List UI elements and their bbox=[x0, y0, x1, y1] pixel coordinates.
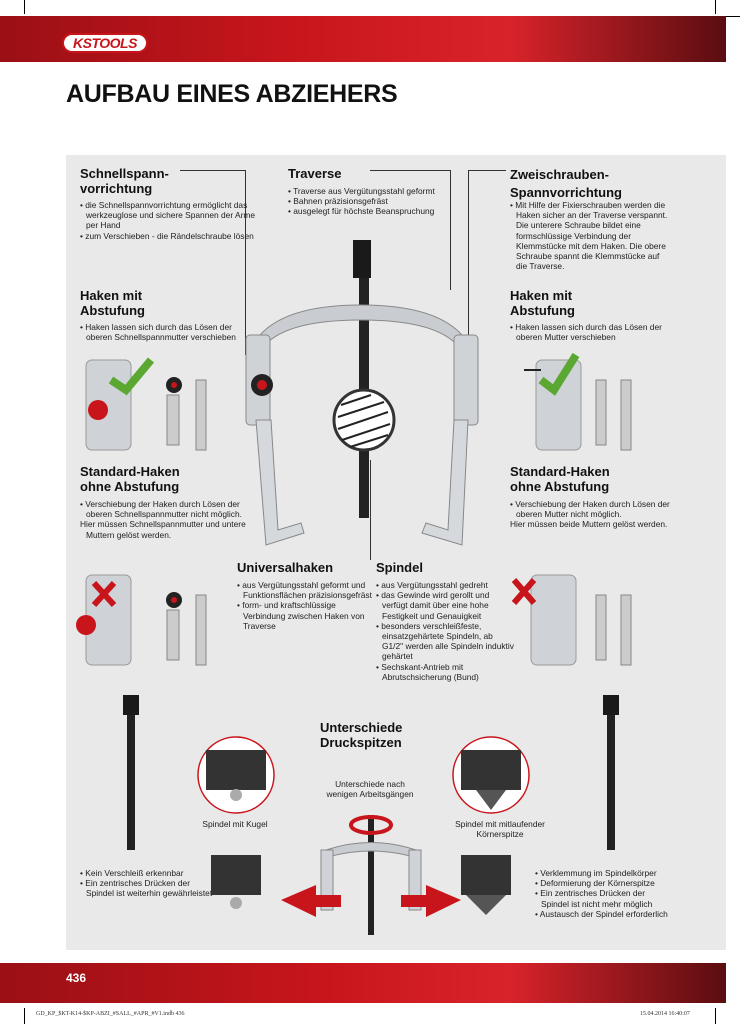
spindle-right bbox=[603, 695, 619, 715]
section-text-standard-left: • Verschiebung der Haken durch Lösen der… bbox=[80, 499, 246, 540]
small-puller-illustration bbox=[320, 815, 422, 935]
page-number: 436 bbox=[66, 971, 87, 985]
caption-koerner: Spindel mit mitlaufender Körnerspitze bbox=[455, 819, 545, 839]
section-text-universalhaken: • aus Vergütungsstahl geformt und Funkti… bbox=[237, 580, 372, 631]
arrow-left-icon bbox=[281, 885, 341, 917]
section-title-zweischrauben: Zweischrauben- Spannvorrichtung bbox=[510, 167, 622, 200]
text-kugel-vorteile: • Kein Verschleiß erkennbar• Ein zentris… bbox=[80, 868, 213, 899]
section-text-haken-left: • Haken lassen sich durch das Lösen der … bbox=[80, 322, 236, 343]
content-panel bbox=[66, 155, 726, 950]
section-title-schnellspann: Schnellspann- vorrichtung bbox=[80, 166, 169, 196]
hook-detail-right-top bbox=[524, 352, 632, 451]
hook-detail-left-top bbox=[85, 357, 207, 451]
section-text-haken-right: • Haken lassen sich durch das Lösen der … bbox=[510, 322, 662, 343]
spindle-left bbox=[123, 695, 139, 715]
hook-detail-right-bottom bbox=[511, 574, 632, 666]
main-puller-illustration bbox=[245, 240, 479, 546]
section-title-spindel: Spindel bbox=[376, 560, 423, 575]
section-title-druckspitzen: Unterschiede Druckspitzen bbox=[320, 720, 403, 750]
tip-koerner bbox=[461, 855, 511, 895]
footer-file: GD_KP_$KT-K14-$KP-ABZI_#SALL_#APR_#V1.in… bbox=[36, 1011, 185, 1017]
kstools-logo: KSTOOLS bbox=[62, 33, 148, 53]
text-koerner-nachteile: • Verklemmung im Spindelkörper• Deformie… bbox=[535, 868, 668, 919]
section-title-haken-left: Haken mit Abstufung bbox=[80, 288, 145, 318]
section-text-zweischrauben: • Mit Hilfe der Fixierschrauben werden d… bbox=[510, 200, 668, 272]
section-title-standard-left: Standard-Haken ohne Abstufung bbox=[80, 464, 180, 494]
section-title-haken-right: Haken mit Abstufung bbox=[510, 288, 575, 318]
tip-kugel bbox=[211, 855, 261, 895]
footer-bar bbox=[0, 963, 726, 1003]
section-title-standard-right: Standard-Haken ohne Abstufung bbox=[510, 464, 610, 494]
caption-unterschiede: Unterschiede nach wenigen Arbeitsgängen bbox=[326, 779, 414, 799]
section-text-standard-right: • Verschiebung der Haken durch Lösen der… bbox=[510, 499, 670, 530]
section-text-schnellspann: • die Schnellspannvorrichtung ermöglicht… bbox=[80, 200, 255, 241]
section-text-traverse: • Traverse aus Vergütungsstahl geformt• … bbox=[288, 186, 435, 217]
hook-detail-left-bottom bbox=[76, 574, 207, 666]
illustrations bbox=[76, 240, 632, 935]
page-title: AUFBAU EINES ABZIEHERS bbox=[66, 80, 398, 108]
footer-date: 15.04.2014 16:40:07 bbox=[640, 1011, 690, 1017]
section-text-spindel: • aus Vergütungsstahl gedreht• das Gewin… bbox=[376, 580, 514, 682]
section-title-traverse: Traverse bbox=[288, 166, 342, 181]
caption-kugel: Spindel mit Kugel bbox=[202, 819, 268, 829]
section-title-universalhaken: Universalhaken bbox=[237, 560, 334, 575]
arrow-right-icon bbox=[401, 885, 461, 917]
